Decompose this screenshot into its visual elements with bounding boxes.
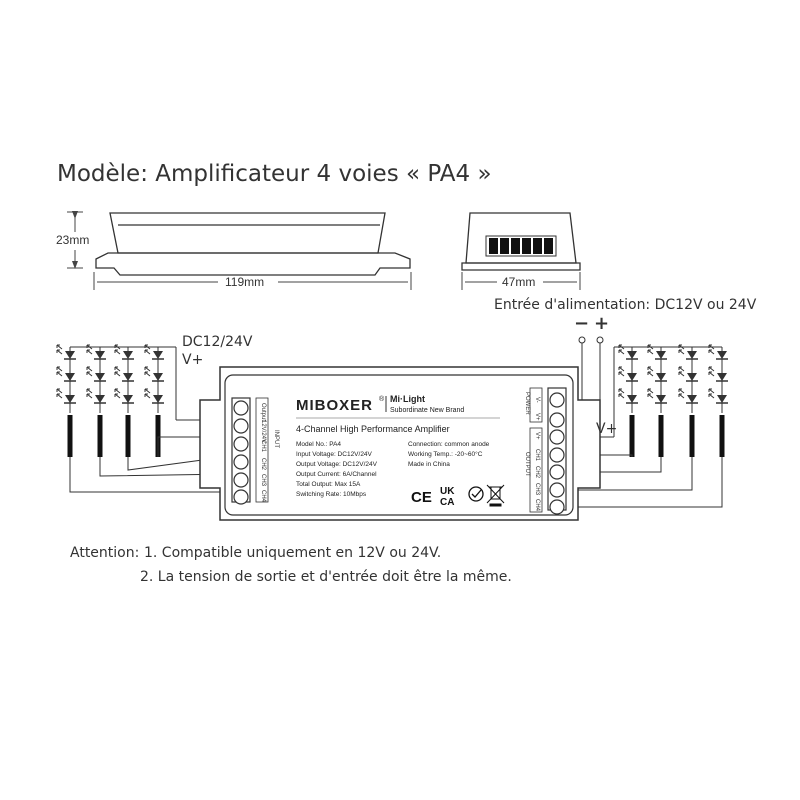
right-channel-wires bbox=[568, 436, 723, 508]
attention-line-2: 2. La tension de sortie et d'entrée doit… bbox=[140, 569, 512, 585]
output-pin-labels: POWER V- V+ OUTPUT V+ CH1 CH2 CH3 CH4 bbox=[524, 387, 543, 513]
end-view-terminals bbox=[489, 238, 553, 254]
output-pin-2: CH1 bbox=[534, 449, 540, 462]
input-pin-labels: Output 12V/24V CH1 CH2 CH3 CH4 INPUT bbox=[255, 397, 279, 503]
height-dimension bbox=[67, 211, 83, 269]
input-pin-2: CH1 bbox=[260, 440, 266, 453]
output-header: OUTPUT bbox=[524, 452, 530, 477]
side-profile-view bbox=[95, 212, 411, 276]
rohs-check-icon bbox=[468, 486, 484, 502]
power-pin-2: V+ bbox=[534, 413, 540, 421]
spec-right-3: Made in China bbox=[408, 461, 450, 468]
ukca-mark-bottom: CA bbox=[440, 497, 454, 508]
minus-label: − bbox=[574, 313, 590, 334]
spec-right-1: Connection: common anode bbox=[408, 441, 490, 448]
input-pin-4: CH3 bbox=[260, 474, 266, 487]
brand-area: MIBOXER ® Mi·Light Subordinate New Brand… bbox=[296, 394, 500, 434]
certification-marks: CE UK CA bbox=[411, 484, 505, 508]
registered-mark: ® bbox=[379, 395, 385, 403]
page-title: Modèle: Amplificateur 4 voies « PA4 » bbox=[57, 161, 492, 187]
ukca-mark-top: UK bbox=[440, 486, 455, 497]
v-plus-right-label: V+ bbox=[596, 421, 618, 437]
spec-left-1: Model No.: PA4 bbox=[296, 441, 341, 448]
sub-brand-tag: Subordinate New Brand bbox=[390, 407, 464, 414]
v-plus-left-label: V+ bbox=[182, 352, 204, 368]
output-terminal-screws bbox=[547, 387, 567, 515]
ce-mark: CE bbox=[411, 489, 432, 506]
spec-left-2: Input Voltage: DC12V/24V bbox=[296, 451, 373, 458]
right-led-strips bbox=[613, 345, 728, 457]
spec-list-left: Model No.: PA4 Input Voltage: DC12V/24V … bbox=[296, 441, 378, 498]
power-header: POWER bbox=[524, 392, 530, 415]
power-pin-1: V- bbox=[534, 397, 540, 403]
end-view bbox=[461, 212, 581, 271]
spec-left-4: Output Current: 6A/Channel bbox=[296, 471, 377, 478]
spec-list-right: Connection: common anode Working Temp.: … bbox=[408, 441, 490, 468]
length-dimension bbox=[93, 272, 412, 290]
input-pin-3: CH2 bbox=[260, 458, 266, 471]
output-pin-3: CH2 bbox=[534, 466, 540, 479]
sub-brand: Mi·Light bbox=[390, 394, 425, 404]
spec-left-5: Total Output: Max 15A bbox=[296, 481, 361, 488]
input-terminal-screws bbox=[231, 397, 251, 505]
output-pin-1: V+ bbox=[534, 432, 540, 440]
output-pin-5: CH4 bbox=[534, 499, 540, 512]
spec-right-2: Working Temp.: -20~60°C bbox=[408, 450, 483, 458]
input-header: INPUT bbox=[273, 430, 279, 448]
spec-left-6: Switching Rate: 10Mbps bbox=[296, 491, 367, 498]
input-pin-5: CH4 bbox=[260, 490, 266, 503]
power-input-label: Entrée d'alimentation: DC12V ou 24V bbox=[494, 297, 757, 313]
spec-left-3: Output Voltage: DC12V/24V bbox=[296, 461, 378, 468]
width-label: 47mm bbox=[502, 275, 536, 289]
attention-line-1: 1. Compatible uniquement en 12V ou 24V. bbox=[144, 545, 442, 561]
device-housing bbox=[199, 366, 601, 521]
length-label: 119mm bbox=[225, 275, 265, 289]
dc-voltage-left-label: DC12/24V bbox=[182, 334, 253, 350]
height-label: 23mm bbox=[56, 233, 90, 247]
input-sub-label: Output bbox=[260, 403, 266, 421]
width-dimension bbox=[461, 272, 581, 290]
input-pin-1: 12V/24V bbox=[260, 420, 266, 443]
brand-name: MIBOXER bbox=[296, 397, 373, 414]
weee-bin-icon bbox=[486, 484, 505, 507]
plus-label: + bbox=[594, 313, 610, 334]
product-name: 4-Channel High Performance Amplifier bbox=[296, 424, 450, 434]
output-pin-4: CH3 bbox=[534, 483, 540, 496]
attention-label: Attention: bbox=[70, 545, 140, 561]
